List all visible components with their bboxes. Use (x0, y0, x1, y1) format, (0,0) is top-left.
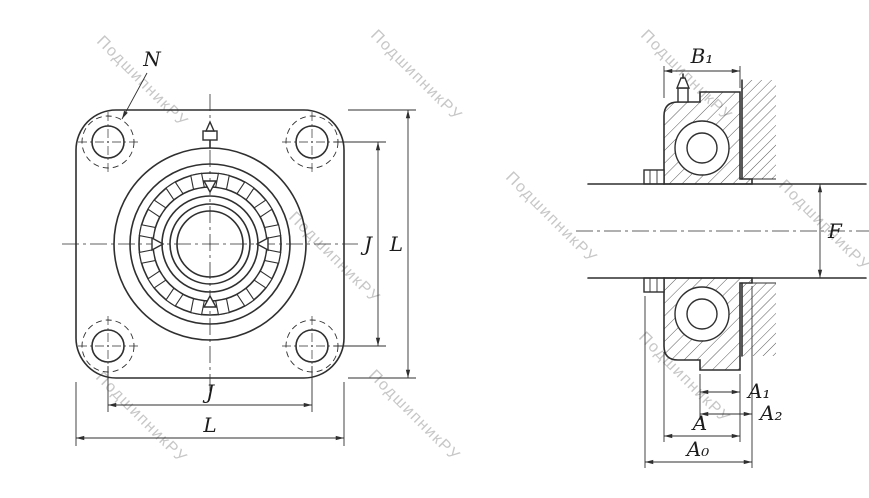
label-n: N (142, 47, 162, 71)
front-view (62, 94, 358, 394)
flange-outline (75, 109, 345, 379)
label-j-vertical: J (360, 232, 373, 256)
watermark-text: ПодшипникРУ (285, 209, 383, 307)
label-a2: A₂ (758, 401, 782, 425)
watermark-text: ПодшипникРУ (775, 177, 869, 275)
bearing-ball-upper (686, 132, 718, 164)
roller-ring (138, 172, 282, 316)
bolt-hole (282, 112, 342, 172)
bore-chamfer-circle (169, 203, 251, 285)
wall-hatch-lower (742, 283, 776, 356)
grease-nipple-front (202, 120, 218, 149)
side-dimensions: B₁ F A₁ A₂ A A₀ (644, 44, 843, 468)
housing-recess-circle (129, 163, 291, 325)
label-j-horizontal: J (202, 380, 215, 404)
bearing-outer-ring (138, 172, 282, 316)
bearing-ball-lower (686, 298, 718, 330)
label-l-horizontal: L (202, 413, 216, 437)
grease-nipple-side (675, 73, 691, 103)
watermark-text: ПодшипникРУ (92, 369, 190, 467)
setscrew-mark-top (202, 180, 218, 194)
label-f: F (827, 219, 843, 243)
label-a: A (691, 411, 707, 435)
label-a0: A₀ (685, 437, 709, 461)
wall-hatch-upper (742, 80, 776, 179)
watermark-text: ПодшипникРУ (502, 169, 600, 267)
label-a1: A₁ (746, 379, 770, 403)
side-view (576, 73, 869, 371)
leader-n (121, 72, 148, 120)
setscrew-mark-right (255, 236, 269, 252)
bore-circle (176, 210, 244, 278)
watermark-text: ПодшипникРУ (365, 367, 463, 465)
locking-collar (643, 169, 665, 293)
label-b1: B₁ (690, 44, 714, 68)
front-dimensions: N J L J L (75, 47, 416, 446)
setscrew-mark-bottom (202, 294, 218, 308)
setscrew-mark-left (151, 236, 165, 252)
label-l-vertical: L (389, 232, 403, 256)
bolt-hole (78, 112, 138, 172)
